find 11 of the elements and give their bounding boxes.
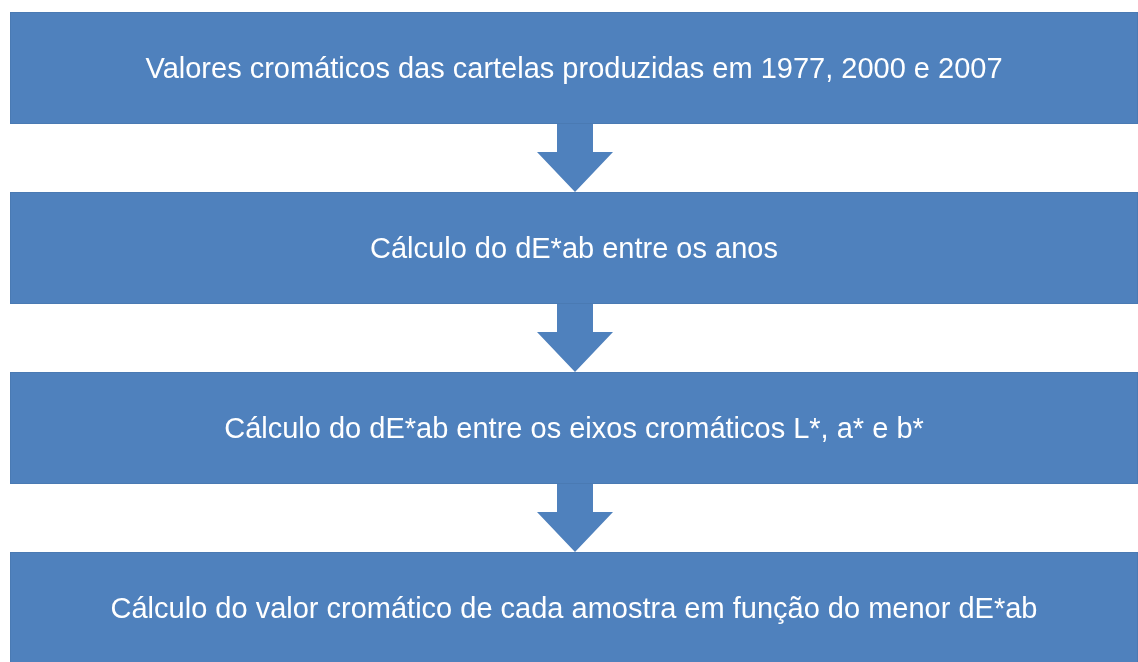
box-text: Cálculo do dE*ab entre os anos [370, 230, 778, 266]
box-text: Valores cromáticos das cartelas produzidas em 1977, 2000 e 2007 [145, 50, 1003, 86]
block-arrow [537, 484, 613, 552]
process-box [10, 12, 1138, 124]
process-box [10, 192, 1138, 304]
box-text: Cálculo do dE*ab entre os eixos cromáticos L*, a* e b* [224, 410, 924, 446]
block-arrow [537, 304, 613, 372]
box-text: Cálculo do valor cromático de cada amostra em função do menor dE*ab [110, 590, 1038, 626]
block-arrow [537, 124, 613, 192]
process-box [10, 552, 1138, 662]
process-box [10, 372, 1138, 484]
